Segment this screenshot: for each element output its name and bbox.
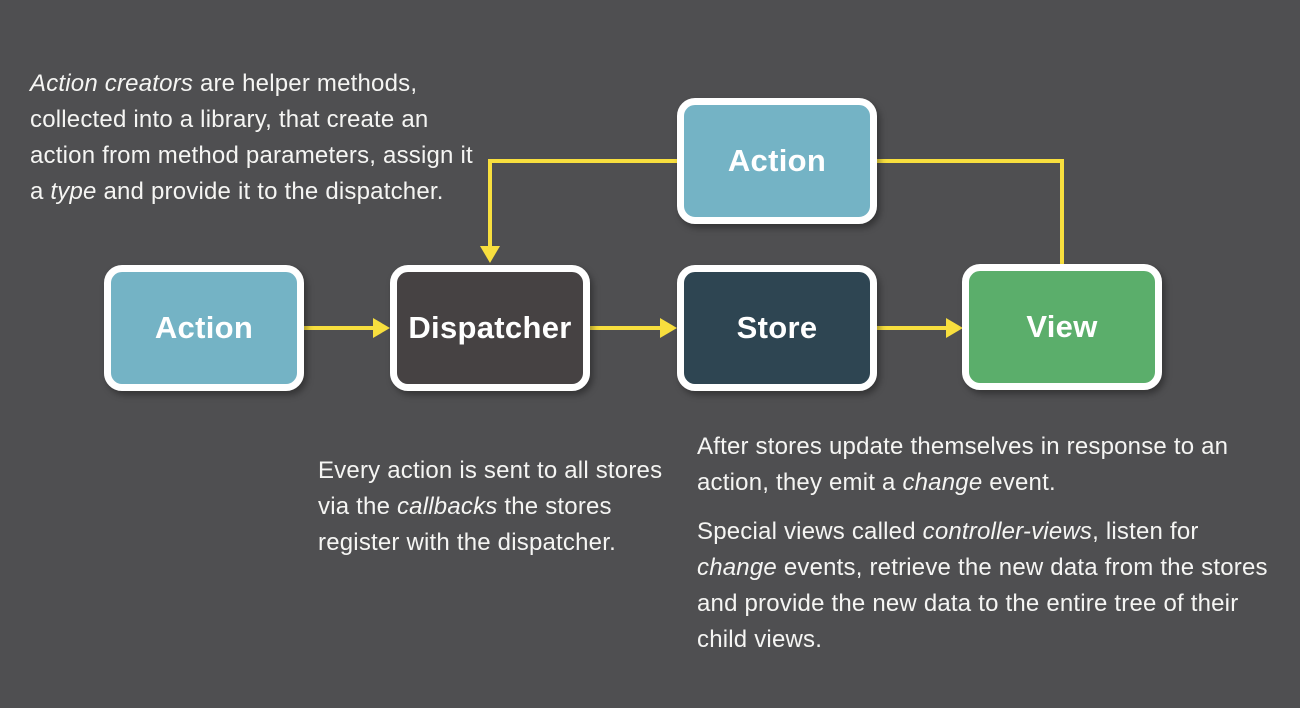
node-action-left-label: Action (154, 310, 254, 345)
store-note-paragraph-1: After stores update themselves in respon… (697, 429, 1272, 501)
dispatcher-note: Every action is sent to all stores via t… (318, 453, 663, 561)
note-italic: change (902, 469, 983, 496)
edge-action-to-dispatcher-line (303, 326, 375, 330)
note-italic: controller-views (922, 518, 1093, 545)
store-note-paragraph-2: Special views called controller-views, l… (697, 514, 1272, 658)
node-dispatcher: Dispatcher (390, 265, 590, 391)
note-text: event. (982, 469, 1056, 496)
arrowhead-into-store-icon (660, 318, 677, 338)
edge-view-to-action-vertical-line (1060, 159, 1064, 266)
node-view-label: View (1026, 309, 1098, 344)
note-text: the stores register with the dispatcher. (318, 493, 616, 556)
note-text: Special views called (697, 518, 923, 545)
note-italic: change (697, 554, 777, 581)
arrowhead-into-dispatcher-icon (373, 318, 390, 338)
note-text: and provide it to the dispatcher. (96, 178, 444, 205)
store-note: After stores update themselves in respon… (697, 429, 1272, 658)
node-action-top: Action (677, 98, 877, 224)
action-creators-note: Action creators are helper methods, coll… (30, 66, 475, 210)
note-italic: type (50, 178, 97, 205)
note-text: , listen for (1092, 518, 1199, 545)
node-dispatcher-label: Dispatcher (408, 310, 572, 345)
note-italic: Action creators (30, 70, 194, 97)
note-text: are helper methods, collected into a lib… (30, 70, 473, 205)
node-action-left: Action (104, 265, 304, 391)
edge-action-to-dispatcher-vertical-line (488, 159, 492, 248)
edge-dispatcher-to-store-line (589, 326, 661, 330)
node-action-top-label: Action (727, 143, 827, 178)
edge-store-to-view-line (876, 326, 947, 330)
note-italic: callbacks (396, 493, 498, 520)
node-store: Store (677, 265, 877, 391)
arrowhead-into-view-icon (946, 318, 963, 338)
arrowhead-down-into-dispatcher-icon (480, 246, 500, 263)
note-text: Every action is sent to all stores via t… (318, 457, 663, 520)
node-store-label: Store (736, 310, 818, 345)
node-view: View (962, 264, 1162, 390)
note-text: events, retrieve the new data from the s… (697, 554, 1268, 653)
note-text: After stores update themselves in respon… (697, 433, 1229, 496)
